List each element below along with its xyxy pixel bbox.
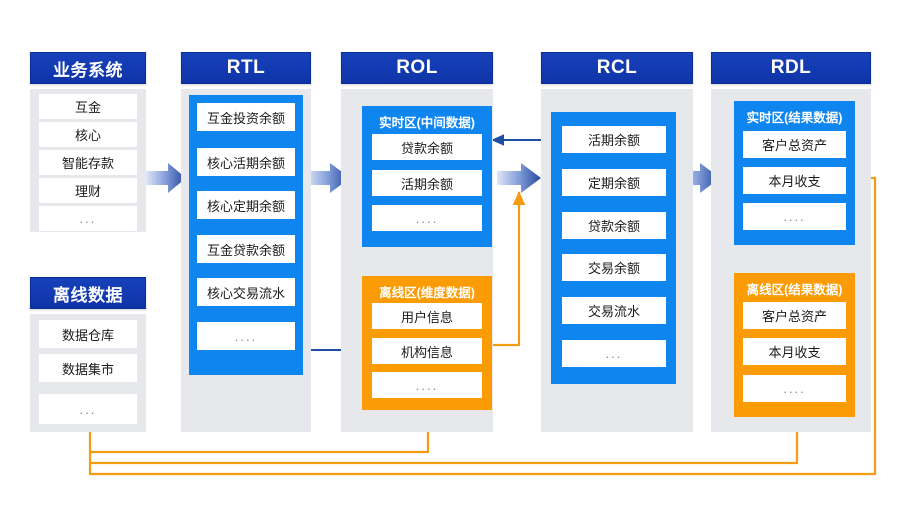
cell-rcl-0[interactable]: 活期余额 bbox=[562, 126, 666, 153]
column-header-rcl: RCL bbox=[541, 52, 693, 84]
cell-rtl-3[interactable]: 互金贷款余额 bbox=[197, 235, 295, 263]
cell-rtl-0[interactable]: 互金投资余额 bbox=[197, 103, 295, 131]
panel-rcl-main bbox=[551, 112, 676, 384]
column-header-business: 业务系统 bbox=[30, 52, 146, 84]
cell-rcl-2[interactable]: 贷款余额 bbox=[562, 212, 666, 239]
cell-rdl-realtime-2[interactable]: .... bbox=[743, 203, 846, 230]
column-header-offline-source: 离线数据 bbox=[30, 277, 146, 309]
cell-rtl-2[interactable]: 核心定期余额 bbox=[197, 191, 295, 219]
cell-business-3[interactable]: 理财 bbox=[39, 178, 137, 203]
cell-offline-source-0[interactable]: 数据仓库 bbox=[39, 320, 137, 348]
block-arrow-rol-to-rcl bbox=[497, 163, 541, 193]
panel-title-rol-offline: 离线区(维度数据) bbox=[379, 286, 475, 300]
cell-rdl-offline-2[interactable]: .... bbox=[743, 375, 846, 402]
cell-rcl-3[interactable]: 交易余额 bbox=[562, 254, 666, 281]
cell-offline-source-2[interactable]: ... bbox=[39, 394, 137, 424]
cell-business-0[interactable]: 互金 bbox=[39, 94, 137, 119]
cell-business-2[interactable]: 智能存款 bbox=[39, 150, 137, 175]
cell-rtl-1[interactable]: 核心活期余额 bbox=[197, 148, 295, 176]
cell-rol-realtime-0[interactable]: 贷款余额 bbox=[372, 134, 482, 160]
cell-rcl-5[interactable]: ... bbox=[562, 340, 666, 367]
cell-rol-realtime-2[interactable]: .... bbox=[372, 205, 482, 231]
cell-rtl-4[interactable]: 核心交易流水 bbox=[197, 278, 295, 306]
wire-rol-offline-to-rcl bbox=[492, 191, 526, 347]
column-header-rtl: RTL bbox=[181, 52, 311, 84]
cell-rtl-5[interactable]: .... bbox=[197, 322, 295, 350]
cell-rol-offline-1[interactable]: 机构信息 bbox=[372, 338, 482, 364]
column-header-rol: ROL bbox=[341, 52, 493, 84]
cell-rdl-realtime-0[interactable]: 客户总资产 bbox=[743, 131, 846, 158]
cell-rdl-realtime-1[interactable]: 本月收支 bbox=[743, 167, 846, 194]
column-header-rdl: RDL bbox=[711, 52, 871, 84]
cell-offline-source-1[interactable]: 数据集市 bbox=[39, 354, 137, 382]
cell-rcl-4[interactable]: 交易流水 bbox=[562, 297, 666, 324]
cell-rdl-offline-0[interactable]: 客户总资产 bbox=[743, 302, 846, 329]
cell-rol-offline-2[interactable]: .... bbox=[372, 372, 482, 398]
panel-title-rdl-realtime: 实时区(结果数据) bbox=[746, 111, 843, 125]
panel-title-rdl-offline: 离线区(结果数据) bbox=[746, 283, 843, 297]
cell-rol-realtime-1[interactable]: 活期余额 bbox=[372, 170, 482, 196]
cell-rcl-1[interactable]: 定期余额 bbox=[562, 169, 666, 196]
panel-title-rol-realtime: 实时区(中间数据) bbox=[379, 116, 475, 130]
cell-business-4[interactable]: ... bbox=[39, 206, 137, 231]
cell-business-1[interactable]: 核心 bbox=[39, 122, 137, 147]
cell-rdl-offline-1[interactable]: 本月收支 bbox=[743, 338, 846, 365]
block-arrow-business-to-rtl bbox=[146, 163, 186, 193]
cell-rol-offline-0[interactable]: 用户信息 bbox=[372, 303, 482, 329]
